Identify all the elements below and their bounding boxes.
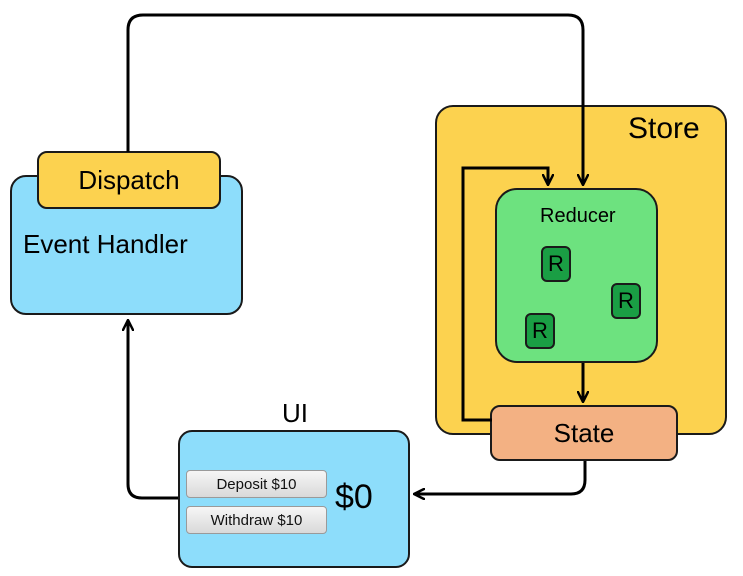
dispatch-box: Dispatch (37, 151, 221, 209)
reducer-item: R (611, 283, 641, 319)
withdraw-button[interactable]: Withdraw $10 (186, 506, 327, 534)
event-handler-label: Event Handler (23, 229, 188, 259)
state-box: State (490, 405, 678, 461)
reducer-item: R (525, 313, 555, 349)
ui-label: UI (282, 398, 308, 428)
reducer-item: R (541, 246, 571, 282)
reducer-label: Reducer (540, 205, 616, 227)
deposit-button[interactable]: Deposit $10 (186, 470, 327, 498)
ui-box (178, 430, 410, 568)
state-label: State (553, 417, 615, 448)
ui-to-event-handler-arrow (128, 320, 178, 500)
balance-value: $0 (335, 478, 373, 516)
store-label: Store (628, 112, 700, 145)
state-to-ui-arrow (414, 461, 587, 494)
dispatch-label: Dispatch (78, 164, 180, 195)
